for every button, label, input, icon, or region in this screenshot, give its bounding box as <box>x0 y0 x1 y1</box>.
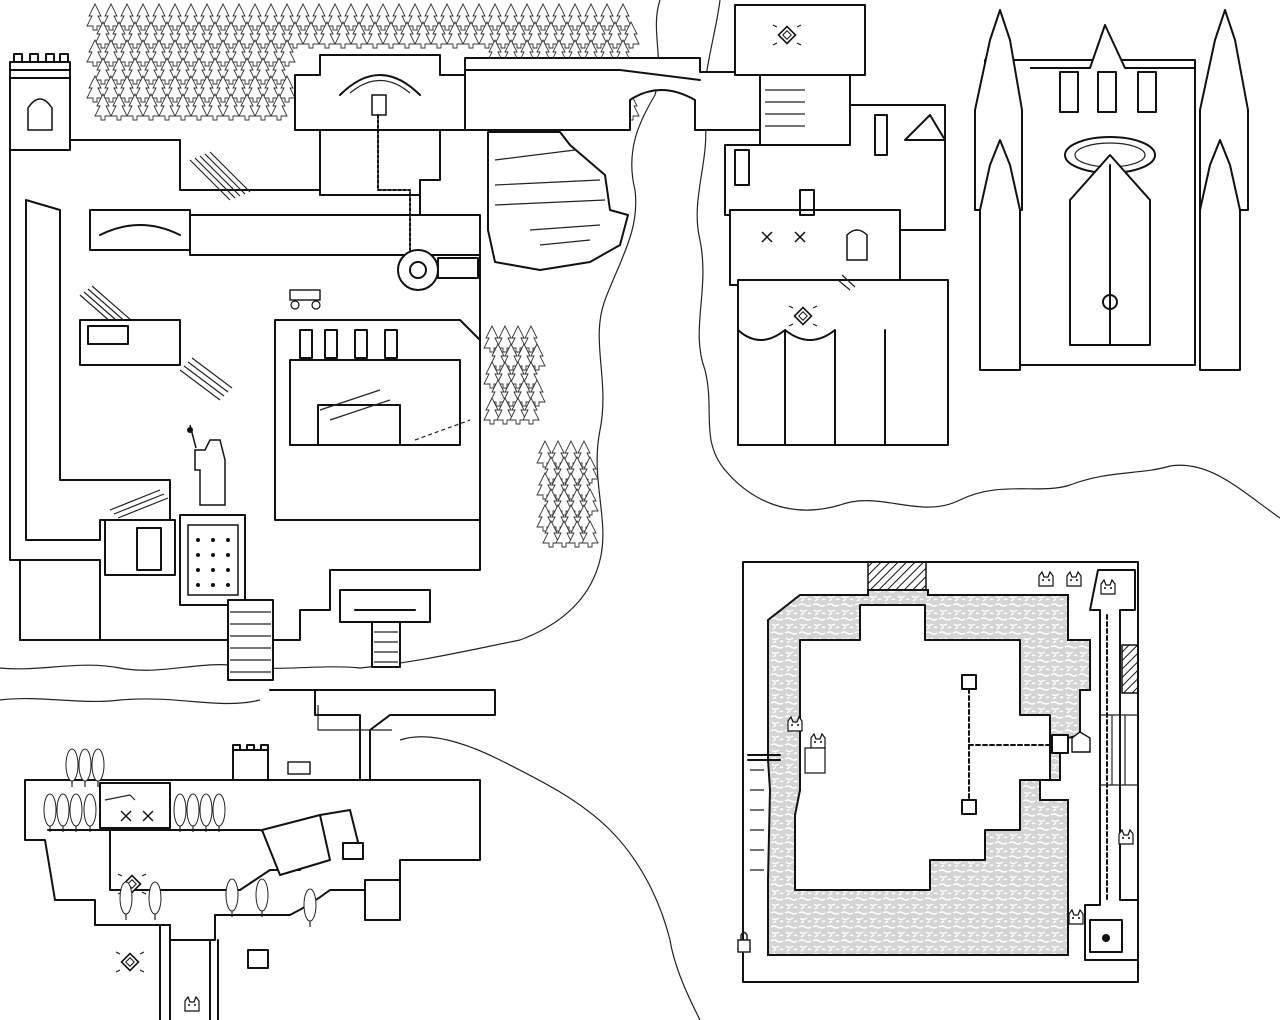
switch-mechanism <box>961 674 1069 815</box>
bell-icon <box>27 98 53 131</box>
paw-icon <box>1102 934 1110 942</box>
gear-wheel-icon <box>397 249 439 291</box>
pillars <box>299 329 398 359</box>
tree-icon <box>303 888 317 928</box>
castle-town <box>9 53 496 821</box>
chest-icon <box>342 842 364 860</box>
hatched-gate <box>1121 644 1139 694</box>
cliff-rocks <box>487 131 629 271</box>
signpost-icon <box>287 761 311 775</box>
cat-npc-icon <box>184 996 200 1012</box>
ruined-tower <box>724 4 949 446</box>
arched-window-icon <box>846 229 868 261</box>
stained-windows <box>1059 71 1157 113</box>
statue-icon <box>187 424 226 506</box>
cat-party-icon <box>787 716 826 774</box>
north-bridge <box>464 57 761 131</box>
cathedral <box>974 9 1249 371</box>
compass-emblem-icon <box>1102 294 1118 310</box>
labyrinth <box>737 561 1139 983</box>
stairs <box>79 151 251 519</box>
cross-window-icon <box>120 810 154 822</box>
hatched-gate <box>867 561 927 593</box>
lock-icon <box>737 931 751 953</box>
forest-village <box>24 744 481 1020</box>
cat-sentinel-icon <box>1071 731 1091 753</box>
chest-icon <box>247 949 269 969</box>
cross-window-icon <box>761 231 806 243</box>
pine-grove-east <box>483 325 599 548</box>
save-point-icon <box>115 951 145 973</box>
dotted-door <box>187 524 239 596</box>
cart-icon <box>289 289 321 310</box>
